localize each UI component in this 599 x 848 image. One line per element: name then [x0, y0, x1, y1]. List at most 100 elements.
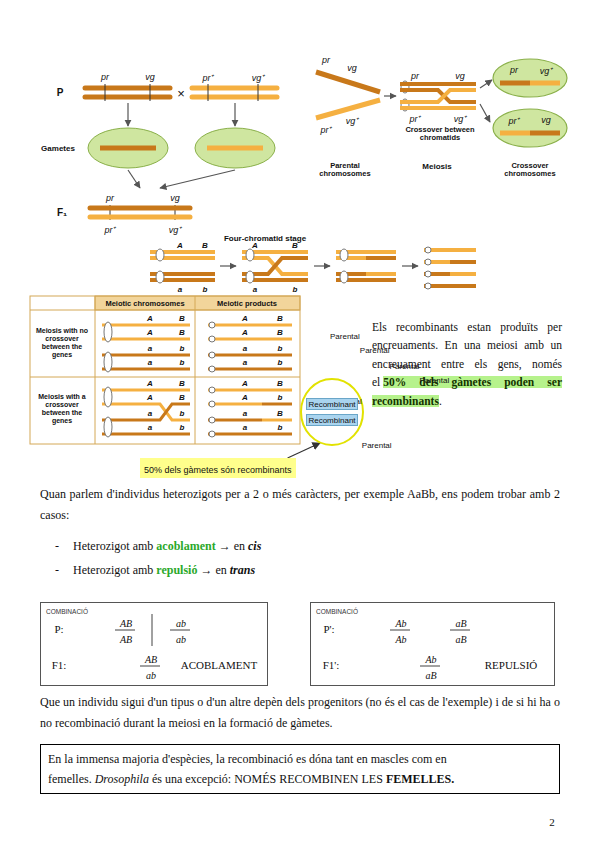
node-text: ab: [176, 634, 186, 645]
node-outline: [300, 378, 364, 446]
flow-arrow: [127, 103, 128, 126]
gene-tick: [258, 84, 259, 101]
f1-chromosomes: [90, 208, 190, 217]
note-box: En la immensa majoria d'espècies, la rec…: [40, 744, 560, 794]
four-chromatid-figure: [366, 256, 396, 260]
node-text: Ab: [425, 654, 436, 665]
table-chromatid: [209, 387, 215, 393]
fraction-line: [140, 666, 160, 667]
f1-chromosomes: [90, 206, 190, 211]
meiosis-chromosomes: [316, 72, 380, 92]
node-text: AB: [145, 654, 157, 665]
figure-label: pr: [101, 72, 109, 82]
figure-label: b: [278, 393, 283, 402]
figure-label: pr: [411, 71, 419, 81]
parent-chromosomes: [85, 86, 170, 91]
node-text: Ab: [395, 634, 406, 645]
gamete-cell: [88, 128, 275, 168]
centromere: [246, 271, 254, 283]
figure-label: F₁: [57, 207, 67, 218]
figure-label: B: [202, 241, 208, 250]
node-text: Ab: [395, 618, 406, 629]
figure-label: B: [179, 328, 185, 337]
body-text: Que un individu sigui d'un tipus o d'un …: [40, 695, 560, 730]
table-chromatid: [104, 417, 112, 437]
centromere: [246, 249, 254, 261]
table-grid: [30, 377, 300, 378]
node-text: Parental: [362, 441, 392, 450]
figure-label: a: [243, 423, 247, 432]
figure-label: a: [243, 409, 247, 418]
callout-arrow: [288, 443, 320, 458]
figure-label: Parental: [419, 376, 449, 385]
figure-label: Parental: [360, 346, 390, 355]
node-text: aB: [455, 618, 466, 629]
figure-label: Parental: [330, 332, 360, 341]
figure-label: vg⁺: [169, 223, 182, 236]
fraction-line: [420, 666, 440, 667]
fraction-line: [115, 614, 470, 666]
parent-chromosomes: [192, 95, 277, 100]
figure-label: B: [277, 409, 283, 418]
figure-label: A: [147, 314, 153, 323]
chromosome: [530, 81, 560, 86]
figure-label: b: [180, 344, 185, 353]
table-chromatid: [102, 322, 292, 437]
centromere: [425, 259, 431, 265]
four-chromatid-figure: [366, 272, 396, 276]
figure-label: B: [179, 379, 185, 388]
node-text: ab: [146, 670, 156, 681]
table-chromatid: [104, 322, 112, 342]
figure-label: b: [278, 423, 283, 432]
figure-label: Meiosis with a crossover between the gen…: [32, 393, 92, 425]
flow-arrow: [402, 265, 418, 266]
body-text: → en: [219, 539, 245, 553]
figure-label: A: [177, 241, 183, 250]
four-chromatid-figure: [450, 260, 476, 264]
body-text: Quan parlem d'individus heterozigots per…: [40, 487, 560, 522]
figure-label: B: [277, 379, 283, 388]
node-text: F1':: [323, 659, 340, 671]
four-chromatid-figure: [150, 250, 476, 286]
centromere: [156, 249, 164, 261]
figure-label: vg⁺: [346, 114, 359, 127]
table-chromatid: [208, 324, 292, 327]
body-text: -: [55, 563, 59, 577]
body-text: .: [439, 395, 442, 407]
table-chromatid: [102, 338, 190, 341]
genotype-box: COMBINACIÓP:ABABababF1:ABabACOBLAMENT: [40, 602, 268, 686]
node-text: Drosophila: [95, 772, 149, 786]
node-text: pr: [510, 65, 518, 75]
figure-label: vg: [145, 72, 155, 82]
node-text: FEMELLES.: [386, 772, 454, 786]
fraction-line: [390, 630, 410, 631]
gamete-cell: [207, 146, 263, 151]
table-chromatid: [102, 324, 190, 327]
figure-label: B: [277, 328, 283, 337]
node-text: pr⁺: [508, 114, 519, 127]
paragraph: -Heterozigot ambrepulsió→ entrans: [55, 560, 258, 581]
body-text: 50% dels gàmetes poden ser recombinants: [372, 376, 562, 406]
gene-tick: [150, 84, 151, 101]
fraction-line: [115, 630, 135, 631]
figure-label: a: [148, 409, 152, 418]
figure-label: vg⁺: [454, 112, 467, 125]
table-chromatid: [208, 419, 262, 422]
table-chromatid: [208, 354, 292, 357]
figure-label: b: [293, 285, 298, 294]
figure-label: B: [277, 314, 283, 323]
node-outline: [492, 58, 568, 98]
meiosis-chromosomes: [316, 100, 380, 118]
node-text: ab: [176, 618, 186, 629]
table-chromatid: [209, 366, 215, 372]
gene-tick: [208, 84, 209, 101]
figure-label: Parental chromosomes: [309, 162, 381, 179]
centromere: [340, 249, 348, 261]
figure-label: Parental: [390, 362, 420, 371]
four-chromatid-figure: [424, 284, 476, 288]
figure-label: pr⁺: [202, 71, 213, 84]
table-chromatid: [208, 433, 292, 436]
flow-arrow: [480, 80, 492, 88]
